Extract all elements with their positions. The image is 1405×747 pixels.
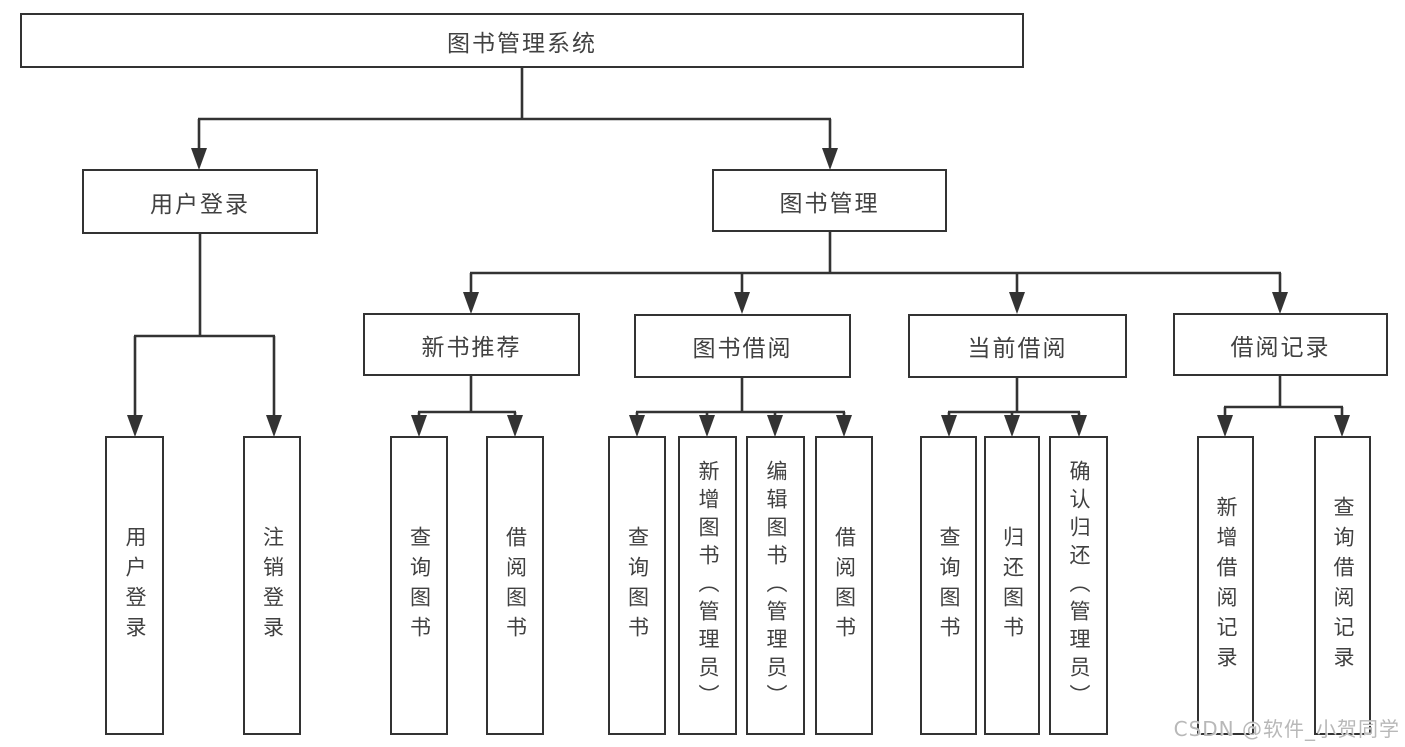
node-borrow-records-label: 借阅记录: [1230, 334, 1331, 361]
node-root-label: 图书管理系统: [447, 30, 597, 57]
leaf-rec-borrow-books: 借阅图书: [486, 436, 544, 735]
node-new-book-rec: 新书推荐: [363, 313, 580, 376]
node-user-login: 用户登录: [82, 169, 318, 234]
leaf-cb-confirm-return-admin-label: 确认归还（管理员）: [1067, 459, 1091, 712]
leaf-bb-add-books-admin-label: 新增图书（管理员）: [696, 459, 720, 712]
leaf-cb-query-books-label: 查询图书: [937, 525, 961, 646]
node-book-mgmt-label: 图书管理: [779, 190, 880, 217]
leaf-br-add-record: 新增借阅记录: [1197, 436, 1254, 735]
leaf-rec-borrow-books-label: 借阅图书: [503, 525, 528, 646]
csdn-watermark: CSDN @软件_小贺同学: [1173, 717, 1400, 741]
leaf-cb-return-books: 归还图书: [984, 436, 1040, 735]
leaf-bb-query-books: 查询图书: [608, 436, 666, 735]
node-current-borrow-label: 当前借阅: [967, 336, 1068, 362]
leaf-rec-query-books-label: 查询图书: [407, 525, 432, 646]
node-root: 图书管理系统: [20, 13, 1024, 68]
leaf-cb-return-books-label: 归还图书: [1000, 525, 1025, 646]
leaf-rec-query-books: 查询图书: [390, 436, 448, 735]
node-current-borrow: 当前借阅: [908, 314, 1127, 378]
leaf-bb-edit-books-admin-label: 编辑图书（管理员）: [764, 459, 788, 712]
leaf-user-login: 用户登录: [105, 436, 164, 735]
node-book-borrow: 图书借阅: [634, 314, 851, 378]
node-book-borrow-label: 图书借阅: [692, 336, 793, 362]
leaf-bb-query-books-label: 查询图书: [625, 525, 650, 646]
leaf-logout: 注销登录: [243, 436, 301, 735]
leaf-br-query-record: 查询借阅记录: [1314, 436, 1371, 735]
leaf-bb-borrow-books: 借阅图书: [815, 436, 873, 735]
leaf-user-login-label: 用户登录: [123, 525, 147, 646]
leaf-cb-confirm-return-admin: 确认归还（管理员）: [1049, 436, 1108, 735]
leaf-br-add-record-label: 新增借阅记录: [1214, 495, 1238, 676]
leaf-bb-edit-books-admin: 编辑图书（管理员）: [746, 436, 805, 735]
node-borrow-records: 借阅记录: [1173, 313, 1388, 376]
leaf-bb-borrow-books-label: 借阅图书: [832, 525, 857, 646]
leaf-cb-query-books: 查询图书: [920, 436, 977, 735]
leaf-br-query-record-label: 查询借阅记录: [1331, 495, 1355, 676]
node-user-login-label: 用户登录: [150, 191, 250, 218]
leaf-bb-add-books-admin: 新增图书（管理员）: [678, 436, 737, 735]
node-book-mgmt: 图书管理: [712, 169, 947, 232]
leaf-logout-label: 注销登录: [260, 525, 285, 646]
node-new-book-rec-label: 新书推荐: [421, 334, 522, 361]
